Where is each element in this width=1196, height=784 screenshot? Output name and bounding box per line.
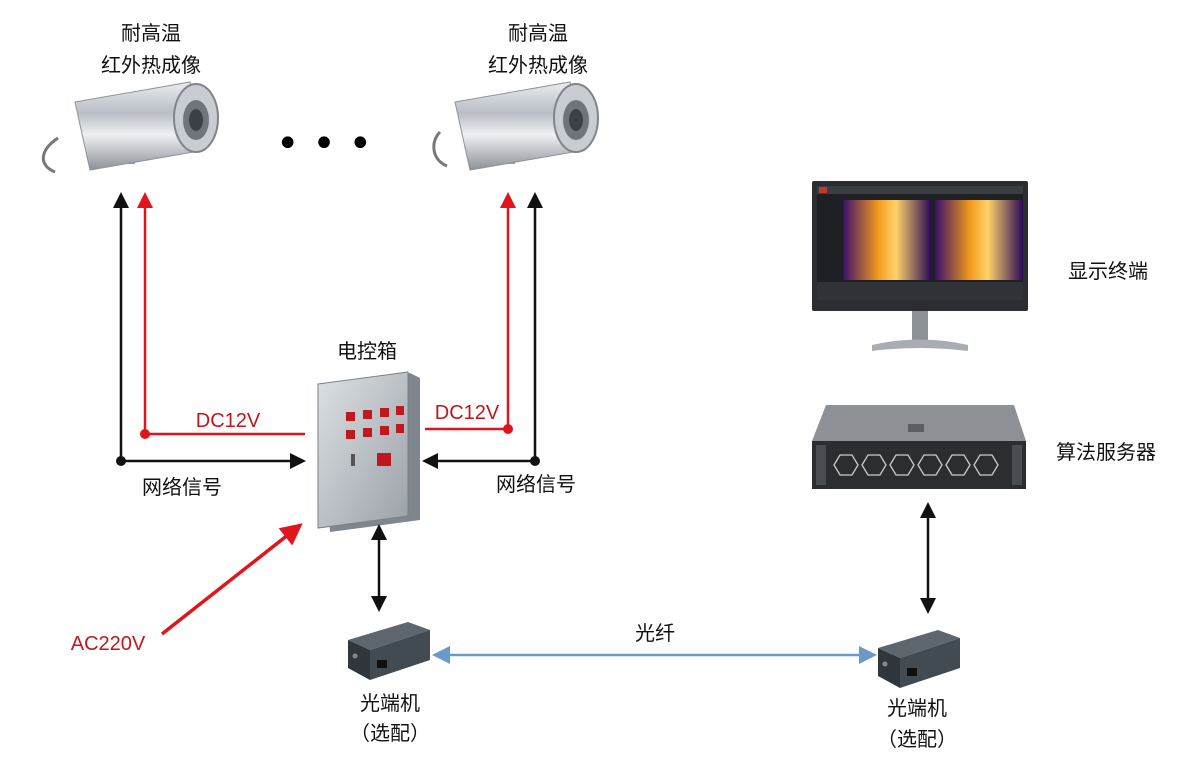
fiber-label: 光纤 [635, 621, 675, 645]
algorithm-server-label: 算法服务器 [1056, 440, 1156, 464]
network-junction-right [530, 456, 540, 466]
algorithm-server-icon [812, 405, 1026, 489]
thermal-camera-right [432, 81, 599, 171]
control-box-icon [317, 371, 420, 532]
ac220v-arrow [160, 523, 303, 636]
ac220v-label: AC220V [71, 633, 146, 655]
more-cameras-ellipsis: • • • [276, 121, 372, 167]
converter-left-label-line1: 光端机 [360, 691, 420, 715]
network-signal-label-right: 网络信号 [496, 472, 576, 496]
converter-right-label-line1: 光端机 [887, 696, 947, 720]
power-junction-right [503, 424, 513, 434]
dc12v-label-left: DC12V [196, 410, 261, 432]
fiber-converter-right-icon [878, 630, 960, 688]
converter-left-label-line2: （选配） [350, 721, 430, 745]
camera-right-label-line1: 耐高温 [508, 21, 568, 45]
power-junction-left [140, 429, 150, 439]
converter-right-label-line2: （选配） [877, 727, 957, 751]
thermal-camera-left [41, 81, 219, 174]
network-signal-label-left: 网络信号 [142, 475, 222, 499]
network-junction-left [116, 456, 126, 466]
camera-right-label-line2: 红外热成像 [488, 53, 588, 77]
display-monitor-icon [812, 181, 1028, 351]
control-box-label: 电控箱 [337, 339, 397, 363]
camera-left-label-line1: 耐高温 [121, 21, 181, 45]
display-terminal-label: 显示终端 [1068, 259, 1148, 283]
dc12v-label-right: DC12V [435, 402, 500, 424]
fiber-converter-left-icon [348, 622, 430, 680]
camera-left-label-line2: 红外热成像 [101, 53, 201, 77]
